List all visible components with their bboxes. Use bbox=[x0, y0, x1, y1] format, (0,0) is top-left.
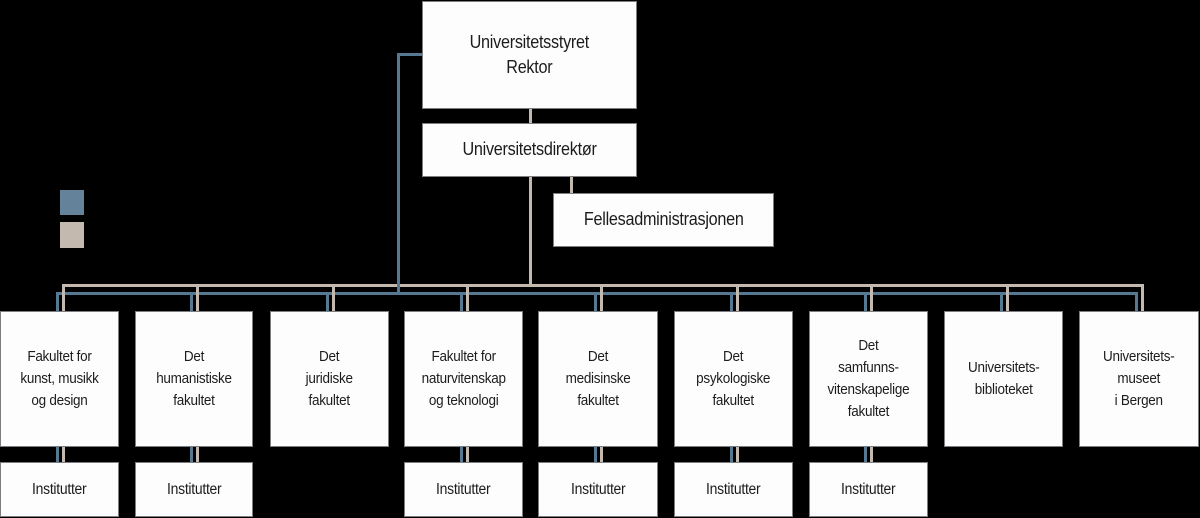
institutes-label: Institutter bbox=[706, 480, 761, 498]
connector-idrop-beige-f5 bbox=[600, 446, 603, 463]
node-faculty-art-music-design: Fakultet for kunst, musikk og design bbox=[0, 311, 119, 447]
connector-drop-beige-f1 bbox=[62, 284, 65, 312]
node-institutes-f4: Institutter bbox=[404, 462, 523, 517]
faculty-label: Universitets- biblioteket bbox=[967, 359, 1040, 398]
faculty-label: Universitets- museet i Bergen bbox=[1103, 348, 1175, 409]
institutes-label: Institutter bbox=[32, 480, 87, 498]
node-faculty-humanities: Det humanistiske fakultet bbox=[135, 311, 253, 447]
connector-drop-blue-f9 bbox=[1135, 292, 1138, 312]
institutes-label: Institutter bbox=[166, 480, 222, 498]
node-university-director: Universitetsdirektør bbox=[422, 123, 637, 177]
connector-drop-blue-f5 bbox=[594, 292, 597, 312]
connector-idrop-beige-f2 bbox=[196, 446, 199, 463]
connector-drop-beige-f4 bbox=[466, 284, 469, 312]
connector-drop-beige-f5 bbox=[600, 284, 603, 312]
node-university-board-label: Universitetsstyret Rektor bbox=[469, 31, 590, 77]
institutes-label: Institutter bbox=[841, 480, 896, 498]
node-university-director-label: Universitetsdirektør bbox=[462, 139, 597, 160]
connector-idrop-blue-f2 bbox=[190, 446, 193, 463]
connector-director-bus bbox=[529, 176, 532, 286]
connector-drop-beige-f2 bbox=[196, 284, 199, 312]
node-institutes-f1: Institutter bbox=[0, 462, 119, 517]
legend-beige-swatch bbox=[60, 222, 84, 248]
connector-drop-blue-f2 bbox=[190, 292, 193, 312]
node-institutes-f7: Institutter bbox=[809, 462, 928, 517]
connector-board-blue-horizontal bbox=[397, 53, 423, 56]
node-institutes-f6: Institutter bbox=[674, 462, 793, 517]
faculty-label: Det juridiske fakultet bbox=[305, 348, 354, 409]
node-institutes-f2: Institutter bbox=[135, 462, 253, 517]
connector-board-director bbox=[529, 109, 532, 124]
connector-drop-blue-f4 bbox=[460, 292, 463, 312]
connector-idrop-beige-f6 bbox=[736, 446, 739, 463]
faculty-label: Fakultet for kunst, musikk og design bbox=[20, 348, 99, 409]
connector-idrop-blue-f5 bbox=[594, 446, 597, 463]
connector-idrop-beige-f7 bbox=[870, 446, 873, 463]
faculty-label: Det samfunns- vitenskapelige fakultet bbox=[827, 337, 910, 420]
connector-idrop-blue-f4 bbox=[460, 446, 463, 463]
institutes-label: Institutter bbox=[570, 480, 626, 498]
connector-idrop-beige-f1 bbox=[62, 446, 65, 463]
connector-drop-beige-f6 bbox=[736, 284, 739, 312]
connector-idrop-beige-f4 bbox=[466, 446, 469, 463]
institutes-label: Institutter bbox=[436, 480, 491, 498]
connector-drop-blue-f3 bbox=[326, 292, 329, 312]
legend-blue-swatch bbox=[60, 190, 84, 215]
node-faculty-psychology: Det psykologiske fakultet bbox=[674, 311, 793, 447]
connector-blue-bus bbox=[56, 292, 1138, 295]
connector-drop-blue-f8 bbox=[1000, 292, 1003, 312]
connector-drop-beige-f3 bbox=[332, 284, 335, 312]
connector-director-admin bbox=[570, 176, 573, 194]
connector-drop-blue-f7 bbox=[864, 292, 867, 312]
node-university-museum: Universitets- museet i Bergen bbox=[1079, 311, 1199, 447]
node-central-administration-label: Fellesadministrasjonen bbox=[583, 209, 744, 230]
node-central-administration: Fellesadministrasjonen bbox=[553, 193, 774, 247]
node-university-library: Universitets- biblioteket bbox=[944, 311, 1063, 447]
connector-idrop-blue-f6 bbox=[730, 446, 733, 463]
connector-drop-blue-f1 bbox=[56, 292, 59, 312]
connector-drop-beige-f9 bbox=[1141, 284, 1144, 312]
connector-drop-beige-f7 bbox=[870, 284, 873, 312]
connector-idrop-blue-f1 bbox=[56, 446, 59, 463]
faculty-label: Det humanistiske fakultet bbox=[156, 348, 232, 409]
node-faculty-law: Det juridiske fakultet bbox=[270, 311, 389, 447]
connector-drop-blue-f6 bbox=[730, 292, 733, 312]
node-faculty-medicine: Det medisinske fakultet bbox=[538, 311, 658, 447]
node-faculty-science-technology: Fakultet for naturvitenskap og teknologi bbox=[404, 311, 523, 447]
node-university-board: Universitetsstyret Rektor bbox=[422, 1, 637, 109]
faculty-label: Det psykologiske fakultet bbox=[696, 348, 771, 409]
node-institutes-f5: Institutter bbox=[538, 462, 658, 517]
connector-idrop-blue-f7 bbox=[864, 446, 867, 463]
connector-beige-bus bbox=[62, 284, 1144, 287]
connector-board-blue-vertical bbox=[397, 53, 400, 294]
faculty-label: Fakultet for naturvitenskap og teknologi bbox=[421, 348, 506, 409]
faculty-label: Det medisinske fakultet bbox=[565, 348, 631, 409]
node-faculty-social-sciences: Det samfunns- vitenskapelige fakultet bbox=[809, 311, 928, 447]
connector-drop-beige-f8 bbox=[1006, 284, 1009, 312]
